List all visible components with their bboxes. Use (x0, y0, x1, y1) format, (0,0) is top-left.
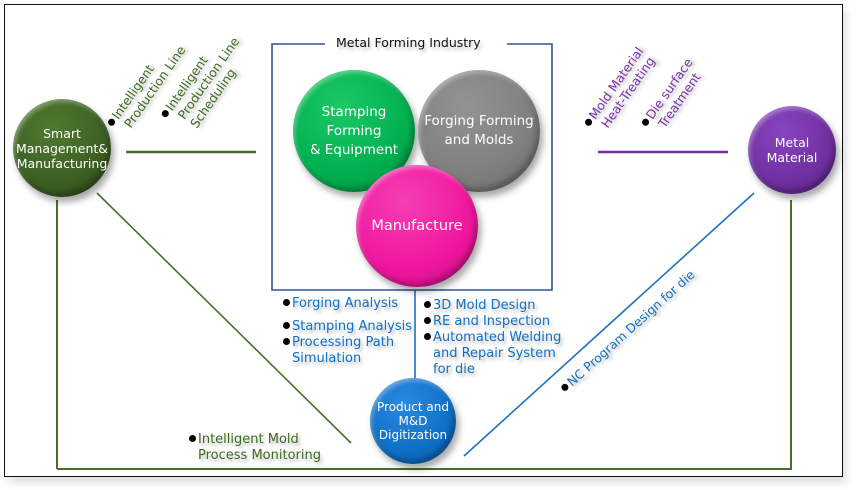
node-metal-material-label: Metal Material (766, 135, 818, 165)
blue-diagonal (463, 192, 755, 457)
industry-box-title: Metal Forming Industry (330, 35, 487, 50)
green-diagonal (96, 192, 352, 444)
node-forging-label: Forging Forming and Molds (424, 113, 534, 148)
bullet-icon (424, 301, 431, 308)
bullet-icon (283, 322, 290, 329)
node-manufacture: Manufacture (356, 165, 478, 287)
node-digitization-label: Product and M&D Digitization (377, 400, 449, 442)
node-forging: Forging Forming and Molds (418, 70, 540, 192)
bullet-icon (283, 338, 290, 345)
analysis-list-left: Forging Analysis Stamping Analysis Proce… (283, 296, 412, 367)
node-stamping-label: Stamping Forming & Equipment (309, 103, 399, 158)
bullet-icon (283, 299, 290, 306)
bullet-icon (424, 333, 431, 340)
bullet-icon (424, 317, 431, 324)
analysis-item: Processing Path (283, 335, 412, 351)
design-item: Automated Welding (424, 330, 561, 346)
node-metal-material: Metal Material (748, 106, 836, 194)
node-digitization: Product and M&D Digitization (370, 378, 456, 464)
design-item: RE and Inspection (424, 314, 561, 330)
node-manufacture-label: Manufacture (371, 218, 463, 234)
industry-box (271, 43, 553, 291)
analysis-item: Forging Analysis (283, 296, 412, 312)
analysis-item: Stamping Analysis (283, 319, 412, 335)
bullet-icon (189, 435, 196, 442)
node-smart-management: Smart Management& Manufacturing (13, 99, 111, 197)
node-smart-management-label: Smart Management& Manufacturing (15, 125, 109, 171)
design-item: 3D Mold Design (424, 298, 561, 314)
monitoring-item: Intelligent Mold Process Monitoring (189, 432, 321, 464)
analysis-list-right: 3D Mold Design RE and Inspection Automat… (424, 298, 561, 378)
